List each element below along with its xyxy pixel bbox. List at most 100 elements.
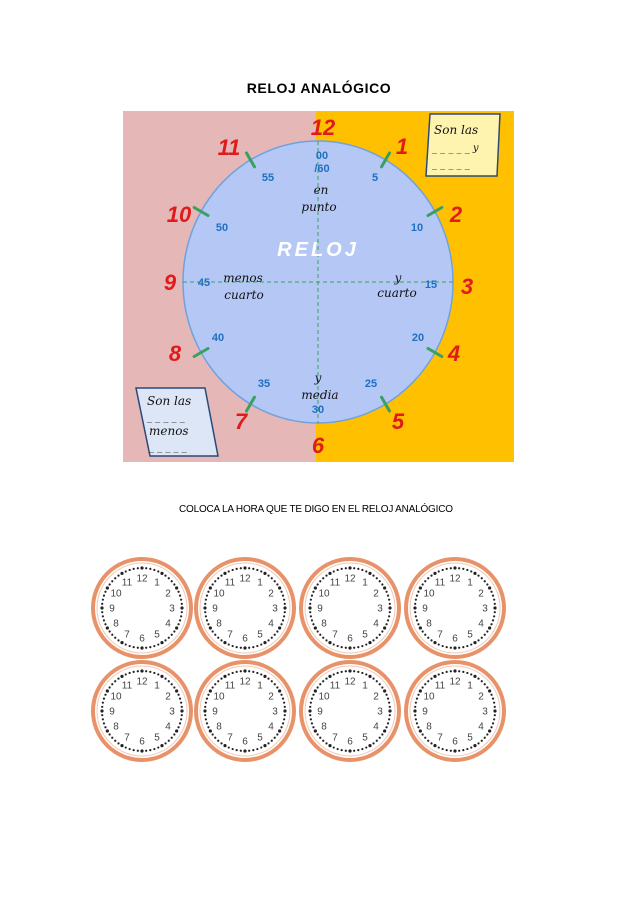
practice-clock-number: 6 (347, 634, 353, 645)
minute-dot (336, 644, 339, 648)
minute-dot (117, 574, 120, 577)
minute-dot (414, 718, 417, 721)
hour-10: 10 (167, 202, 192, 227)
practice-clock-inner-ring (199, 665, 291, 757)
minute-dot (124, 746, 127, 749)
hour-tick (380, 395, 391, 413)
minute-dot (180, 611, 183, 614)
minute-dot (114, 680, 117, 683)
practice-clock-number: 2 (373, 589, 379, 600)
minute-dot (433, 571, 437, 575)
minute-dot (114, 636, 117, 639)
minute-dot (433, 641, 437, 645)
minute-dot (421, 630, 424, 633)
minute-dot (415, 619, 419, 622)
practice-clock-number: 9 (109, 604, 115, 615)
practice-clock-number: 7 (227, 629, 233, 640)
minute-dot (204, 718, 207, 721)
minute-dot (124, 570, 127, 573)
minute-dot (445, 670, 448, 673)
minute-dot (365, 570, 368, 573)
minute-dot (102, 594, 106, 597)
practice-clock-number: 8 (321, 722, 327, 733)
minute-dot (316, 686, 319, 689)
minute-dot (309, 602, 312, 605)
minute-dot (308, 709, 312, 713)
minute-dot (276, 733, 279, 736)
minute-dot (388, 709, 392, 713)
minute-dot (348, 669, 352, 673)
minute-dot (413, 709, 417, 713)
minute-dot (375, 577, 378, 580)
minute-dot (357, 670, 360, 673)
minute-dot (462, 670, 465, 673)
minute-dot (177, 693, 180, 696)
minute-dot (312, 590, 315, 593)
minute-dot (309, 611, 312, 614)
minute-dot (217, 577, 220, 580)
practice-clock-number: 3 (482, 707, 488, 718)
minute-dot (180, 598, 183, 601)
minute-dot (217, 680, 220, 683)
practice-clock-number: 5 (467, 732, 473, 743)
practice-clock-inner-ring (409, 665, 501, 757)
minute-dot (309, 718, 312, 721)
minute-dot (101, 714, 104, 717)
minute-dot (208, 586, 212, 590)
practice-clock-number: 10 (110, 692, 122, 703)
hour-ticks (192, 151, 444, 413)
minute-dot (386, 619, 390, 622)
minute-dot (128, 568, 131, 572)
practice-clock-ring (404, 557, 506, 659)
minute-dot (283, 615, 286, 618)
practice-clock-number: 1 (467, 681, 473, 692)
minute-dot (332, 746, 335, 749)
minute-dot (256, 568, 259, 572)
practice-clock-number: 11 (435, 578, 446, 589)
minute-dot (248, 567, 251, 570)
minute-dot (207, 693, 210, 696)
minute-dot (486, 583, 489, 586)
minute-dot (208, 729, 212, 733)
minute-dot (167, 636, 170, 639)
minute-dot (278, 689, 282, 693)
minute-dot (101, 718, 104, 721)
minute-dot (108, 630, 111, 633)
top-phrase-1: en (314, 183, 329, 197)
minute-dot (449, 567, 452, 570)
hour-11: 11 (218, 135, 241, 160)
minute-dot (180, 714, 183, 717)
minute-dot (273, 580, 276, 583)
center-label: RELOJ (277, 239, 359, 261)
minute-dot (124, 673, 127, 676)
minute-dot (280, 726, 283, 729)
minute-dot (466, 568, 469, 572)
minute-dot (231, 671, 234, 675)
practice-clock-number: 3 (272, 604, 278, 615)
minute-dot (281, 619, 285, 622)
minute-dot (430, 742, 433, 745)
minute-dot (239, 670, 242, 673)
minute-dot (243, 566, 247, 570)
box-right-line-1: Son las (434, 123, 478, 137)
minute-dot (313, 689, 317, 693)
minute-dot (149, 567, 152, 570)
minute-dot (167, 739, 170, 742)
minute-dot (177, 623, 180, 626)
minute-dot (260, 746, 263, 749)
minute-dot (283, 709, 287, 713)
practice-clock-inner-ring (96, 665, 188, 757)
minute-dot (205, 697, 209, 700)
minute-dot (203, 709, 207, 713)
practice-clock-number: 7 (227, 732, 233, 743)
minute-dot (214, 633, 217, 636)
minute-dot (160, 744, 164, 748)
top-phrase-2: punto (301, 200, 336, 214)
minute-15: 15 (425, 279, 437, 291)
minute-dot (145, 749, 148, 752)
minute-dot (417, 693, 420, 696)
minute-dot (283, 606, 287, 610)
minute-dot (458, 646, 461, 649)
minute-dot (231, 747, 234, 751)
